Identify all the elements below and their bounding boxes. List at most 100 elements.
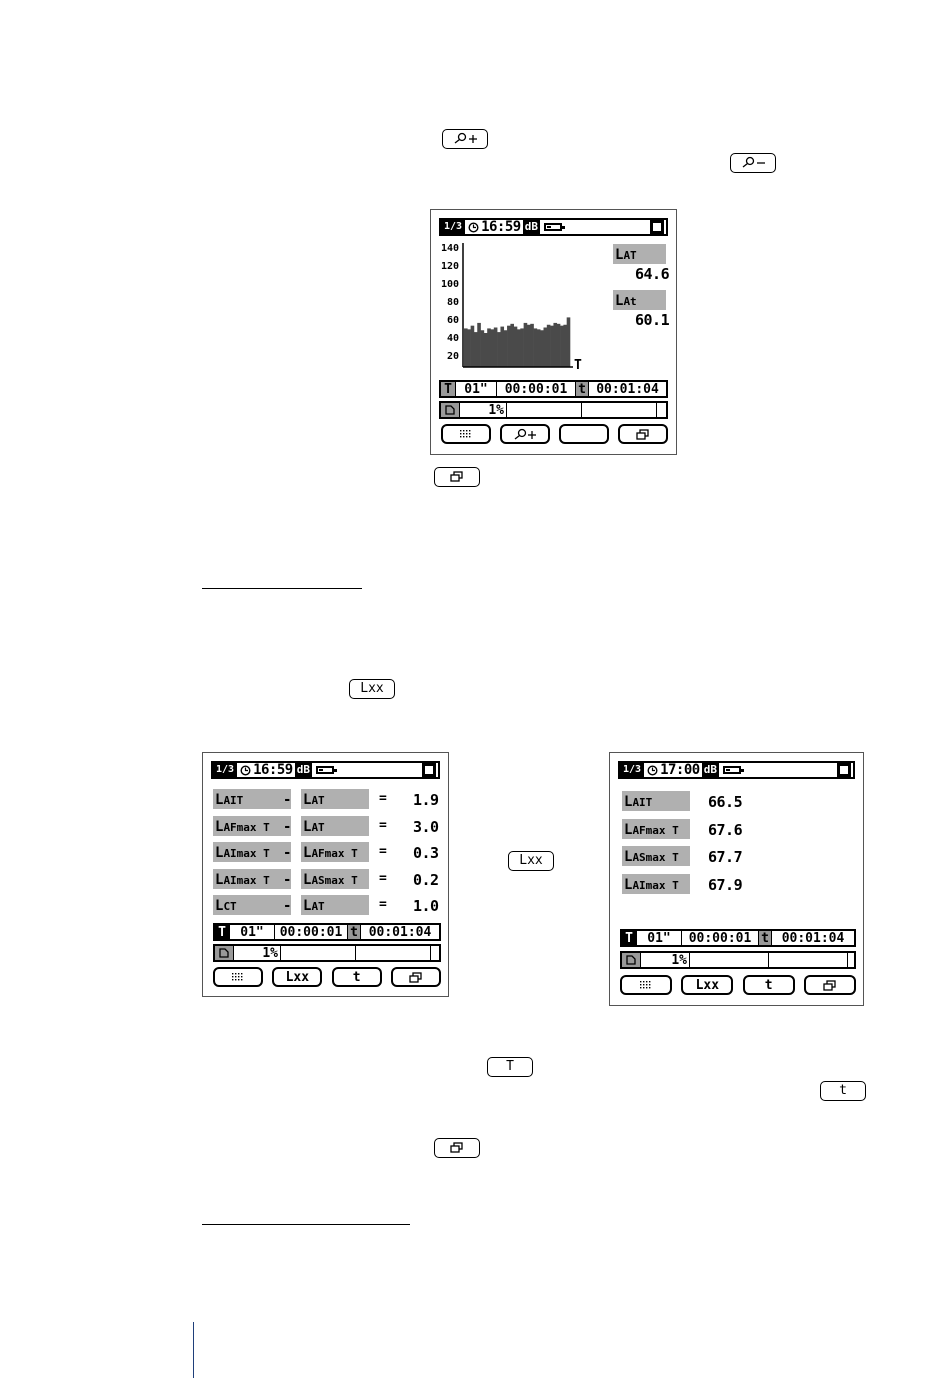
softkey-window[interactable] bbox=[803, 975, 856, 995]
interval-value: 01" bbox=[230, 925, 275, 940]
display-mode-indicator: 1/3 bbox=[213, 763, 238, 777]
level-bar bbox=[556, 323, 561, 367]
stop-status-icon bbox=[650, 220, 664, 234]
softkey-empty[interactable] bbox=[559, 424, 609, 444]
window-icon bbox=[823, 979, 836, 991]
battery-icon bbox=[315, 766, 337, 774]
softkey-window[interactable] bbox=[618, 424, 668, 444]
level-bar bbox=[543, 327, 548, 367]
difference-value: 1.0 bbox=[413, 897, 439, 915]
total-tag: t bbox=[576, 382, 589, 397]
value-reading: 66.5 bbox=[708, 793, 743, 811]
difference-left-label: LAImax T bbox=[213, 868, 281, 889]
zoom-in-key-icon bbox=[442, 129, 488, 149]
level-bar bbox=[507, 325, 511, 367]
level-bar bbox=[513, 326, 518, 367]
difference-equals: = bbox=[379, 791, 387, 806]
softkey-menu[interactable] bbox=[441, 424, 491, 444]
difference-dash: - bbox=[281, 868, 291, 889]
t-key-icon: t bbox=[820, 1081, 866, 1101]
battery-icon bbox=[543, 223, 565, 231]
level-bar bbox=[510, 323, 514, 367]
softkey-t[interactable]: t bbox=[742, 975, 795, 995]
level-history-chart bbox=[462, 243, 573, 368]
clock-time: 17:00 bbox=[660, 762, 700, 778]
level-bar bbox=[473, 332, 478, 367]
softkey-menu[interactable] bbox=[620, 975, 672, 995]
integration-tag: T bbox=[215, 925, 230, 940]
level-bar bbox=[483, 333, 488, 367]
section-underline bbox=[202, 588, 362, 589]
menu-dots-icon bbox=[460, 430, 471, 438]
value-reading: 67.6 bbox=[708, 820, 743, 839]
y-tick-label: 60 bbox=[447, 315, 460, 326]
time-bar: T 01" 00:00:01 t 00:01:04 bbox=[439, 380, 668, 398]
clock: 16:59 bbox=[468, 219, 521, 235]
difference-equals: = bbox=[379, 897, 387, 912]
softkey-zoom-in[interactable] bbox=[500, 424, 550, 444]
level-bar bbox=[487, 328, 491, 367]
difference-right-label: LASmax T bbox=[301, 868, 369, 889]
softkey-lxx[interactable]: Lxx bbox=[681, 975, 734, 995]
y-tick-label: 100 bbox=[441, 279, 460, 290]
memory-bar: 1% bbox=[439, 401, 668, 419]
level-bar bbox=[526, 324, 531, 367]
status-bar: 1/3 17:00 dB bbox=[618, 761, 855, 779]
memory-icon bbox=[622, 953, 641, 967]
level-bar bbox=[500, 326, 505, 367]
integration-tag: T bbox=[622, 931, 637, 946]
clock-icon bbox=[647, 764, 658, 776]
level-bar bbox=[540, 330, 544, 367]
difference-dash: - bbox=[281, 842, 291, 862]
y-tick-label: 80 bbox=[447, 297, 460, 308]
unit-badge: dB bbox=[701, 763, 719, 777]
level-bar bbox=[546, 324, 551, 367]
menu-dots-icon bbox=[640, 981, 651, 989]
window-key-icon bbox=[434, 1138, 480, 1158]
stop-status-icon bbox=[422, 763, 436, 777]
total-tag: t bbox=[348, 925, 361, 940]
softkey-lxx[interactable]: Lxx bbox=[272, 967, 323, 987]
level-bar bbox=[553, 322, 558, 367]
y-tick-label: 140 bbox=[441, 243, 460, 254]
unit-badge: dB bbox=[294, 763, 312, 777]
level-bar bbox=[497, 332, 501, 367]
readout-label-lat-short: LAt bbox=[613, 290, 666, 310]
level-bar bbox=[464, 328, 468, 367]
clock-icon bbox=[468, 221, 479, 233]
softkey-menu[interactable] bbox=[213, 967, 263, 987]
level-bar bbox=[490, 329, 495, 367]
softkey-window[interactable] bbox=[390, 967, 441, 987]
difference-right-label: LAT bbox=[301, 815, 369, 836]
softkey-row: Lxx t bbox=[213, 967, 441, 987]
level-bar bbox=[520, 328, 524, 367]
level-bar bbox=[550, 325, 554, 367]
value-reading: 67.9 bbox=[708, 875, 743, 894]
elapsed-time: 00:00:01 bbox=[275, 925, 348, 940]
page-margin-line bbox=[193, 1322, 194, 1378]
level-bar bbox=[517, 329, 521, 367]
menu-dots-icon bbox=[232, 973, 243, 981]
window-icon bbox=[636, 428, 649, 440]
softkey-t[interactable]: t bbox=[331, 967, 382, 987]
difference-value: 3.0 bbox=[413, 817, 439, 836]
difference-dash: - bbox=[281, 815, 291, 836]
x-axis-label: T bbox=[574, 358, 582, 373]
level-bar bbox=[477, 322, 481, 367]
y-tick-label: 120 bbox=[441, 261, 460, 272]
value-label: LAImax T bbox=[622, 873, 690, 894]
level-bar bbox=[530, 323, 534, 367]
difference-value: 0.3 bbox=[413, 844, 439, 862]
difference-value: 1.9 bbox=[413, 791, 439, 809]
section-underline bbox=[202, 1224, 410, 1225]
memory-percent: 1% bbox=[460, 403, 507, 418]
interval-value: 01" bbox=[637, 931, 682, 946]
level-bar bbox=[560, 325, 564, 367]
difference-value: 0.2 bbox=[413, 870, 439, 889]
difference-left-label: LAImax T bbox=[213, 842, 281, 862]
total-time: 00:01:04 bbox=[368, 924, 432, 940]
level-bar bbox=[470, 325, 475, 367]
readout-value-lat-short: 60.1 bbox=[635, 311, 670, 329]
